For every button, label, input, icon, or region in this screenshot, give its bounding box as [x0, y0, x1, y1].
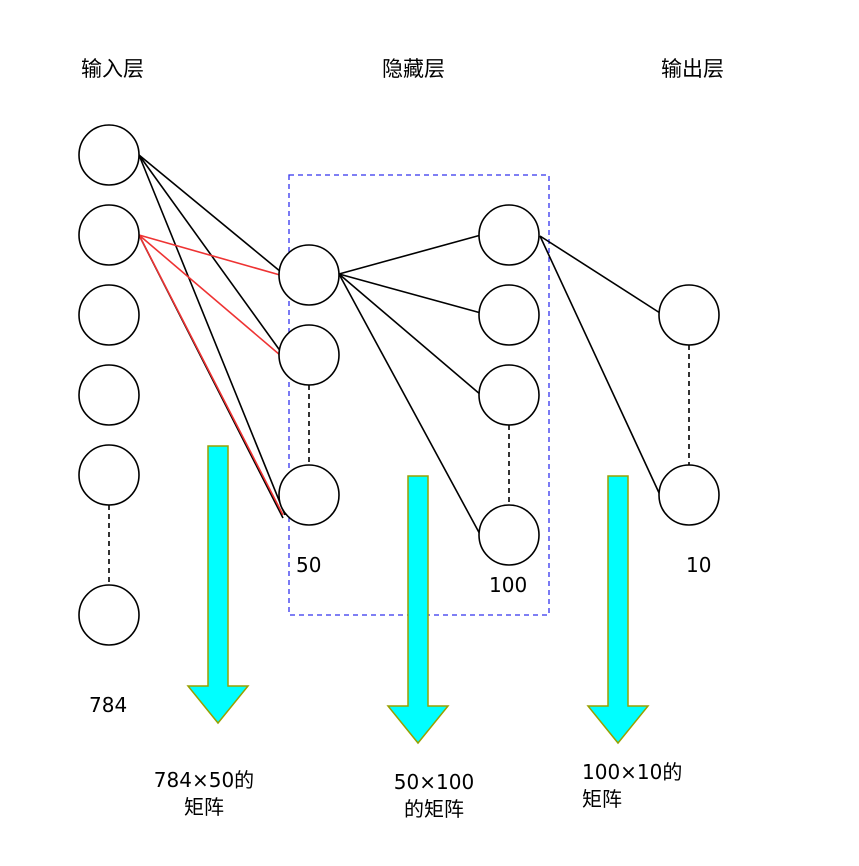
weight-matrix-3-line2: 矩阵: [582, 787, 622, 811]
input-node: [78, 444, 140, 506]
input-node: [78, 584, 140, 646]
input-node: [78, 364, 140, 426]
weight-matrix-1-caption: 784×50的 矩阵: [150, 767, 258, 821]
weight-matrix-3-line1: 100×10的: [582, 760, 683, 784]
input-layer-title: 输入层: [81, 57, 144, 81]
output-node: [658, 464, 720, 526]
highlighted-edges: [138, 234, 284, 516]
hidden2-node: [478, 504, 540, 566]
weight-matrix-1-line1: 784×50的: [153, 768, 255, 792]
hidden-hidden-edges: [338, 234, 483, 539]
output-nodes: [658, 284, 720, 526]
weight-matrix-3-caption: 100×10的 矩阵: [582, 759, 682, 813]
weight-matrix-2-line1: 50×100: [393, 770, 475, 794]
down-arrow-1: [186, 445, 250, 725]
weight-matrix-1-line2: 矩阵: [184, 795, 224, 819]
hidden1-node: [278, 464, 340, 526]
hidden-layer-title: 隐藏层: [382, 57, 445, 81]
output-layer-title: 输出层: [661, 57, 724, 81]
input-node: [78, 124, 140, 186]
down-arrow-2: [386, 475, 450, 745]
weight-matrix-2-line2: 的矩阵: [404, 797, 464, 821]
hidden1-count: 50: [296, 553, 322, 577]
ellipsis-lines: [108, 345, 690, 585]
hidden-output-edges: [539, 235, 661, 496]
output-count: 10: [686, 553, 712, 577]
weight-matrix-2-caption: 50×100 的矩阵: [392, 769, 476, 823]
hidden1-node: [278, 244, 340, 306]
input-node: [78, 284, 140, 346]
input-node: [78, 204, 140, 266]
hidden1-nodes: [278, 244, 340, 526]
hidden2-count: 100: [489, 573, 528, 597]
input-count: 784: [89, 693, 128, 717]
output-node: [658, 284, 720, 346]
hidden1-node: [278, 324, 340, 386]
hidden2-node: [478, 284, 540, 346]
hidden2-node: [478, 364, 540, 426]
hidden2-nodes: [478, 204, 540, 566]
down-arrow-3: [586, 475, 650, 745]
hidden2-node: [478, 204, 540, 266]
input-nodes: [78, 124, 140, 646]
